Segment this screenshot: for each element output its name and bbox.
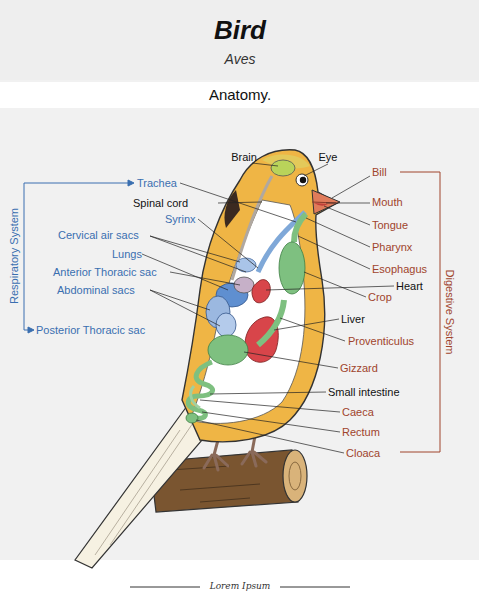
part-label: Eye — [319, 151, 338, 163]
part-label: Spinal cord — [133, 197, 188, 209]
part-label: Small intestine — [328, 386, 400, 398]
crop — [279, 242, 305, 294]
part-label: Lungs — [112, 248, 142, 260]
part-label: Syrinx — [165, 213, 196, 225]
part-label: Cervical air sacs — [58, 229, 139, 241]
leader-line — [304, 164, 328, 176]
part-label: Posterior Thoracic sac — [36, 324, 145, 336]
part-label: Anterior Thoracic sac — [53, 266, 157, 278]
bill — [312, 190, 340, 214]
leader-line — [332, 176, 370, 198]
leader-line — [280, 318, 345, 341]
digestive-bracket — [400, 172, 440, 452]
leader-line — [244, 352, 338, 368]
cervical-air-sac — [236, 258, 256, 272]
part-label: Respiratory System — [8, 208, 20, 304]
bracket-line — [400, 172, 440, 452]
wing-mark — [224, 190, 240, 228]
footer-band — [0, 560, 479, 600]
bracket-arrow — [128, 180, 134, 186]
footer-rule — [130, 587, 200, 588]
log-ring — [289, 462, 301, 490]
leader-line — [324, 206, 370, 225]
proventriculus — [258, 300, 284, 345]
part-label: Brain — [231, 151, 257, 163]
tail — [75, 395, 215, 568]
leader-line — [150, 290, 210, 310]
part-label: Mouth — [372, 196, 403, 208]
bracket-arrow — [28, 327, 34, 333]
cloaca — [186, 413, 198, 423]
leader-line — [180, 183, 296, 222]
heart — [252, 280, 270, 303]
esophagus — [294, 214, 306, 242]
part-label: Gizzard — [340, 362, 378, 374]
part-label: Cloaca — [346, 447, 380, 459]
leader-line — [198, 219, 258, 268]
header-band — [0, 0, 479, 80]
anterior-thoracic-sac — [234, 277, 254, 293]
part-label: Esophagus — [372, 263, 427, 275]
part-label: Abdominal sacs — [57, 284, 135, 296]
leader-line — [298, 236, 370, 269]
leader-line — [304, 272, 366, 297]
leader-line — [252, 163, 278, 166]
subtitle-band — [0, 82, 479, 108]
caption: Lorem Ipsum — [210, 582, 271, 592]
part-label: Anatomy. — [209, 87, 271, 104]
leader-line — [150, 236, 240, 262]
tongue — [314, 203, 328, 206]
part-label: Liver — [341, 313, 365, 325]
leader-line — [218, 202, 262, 203]
footer-rule — [280, 587, 350, 588]
part-label: Caeca — [342, 406, 374, 418]
part-label: Crop — [368, 291, 392, 303]
caeca — [191, 386, 200, 408]
leader-line — [200, 400, 340, 412]
leader-line — [266, 286, 394, 290]
posterior-thoracic-sac — [216, 313, 236, 337]
eye — [296, 174, 308, 186]
gizzard — [208, 335, 248, 365]
part-label: Aves — [225, 52, 256, 67]
brain — [271, 160, 295, 176]
tail-feather — [95, 420, 195, 555]
leader-line — [150, 290, 220, 326]
leader-line — [210, 392, 326, 394]
part-label: Rectum — [342, 426, 380, 438]
part-label: Heart — [396, 280, 423, 292]
leader-line — [150, 236, 246, 272]
log-grain — [170, 466, 260, 502]
part-label: Proventiculus — [348, 335, 414, 347]
leader-line — [326, 203, 370, 204]
leader-line — [196, 420, 344, 453]
part-label: Trachea — [137, 177, 177, 189]
title: Bird — [214, 16, 266, 45]
part-label: Pharynx — [372, 241, 412, 253]
spinal-cord — [232, 176, 272, 280]
log-end — [283, 450, 307, 502]
leader-line — [274, 319, 339, 330]
part-label: Bill — [372, 166, 387, 178]
leader-line — [170, 272, 240, 285]
pupil — [300, 177, 306, 183]
part-label: Digestive System — [444, 270, 456, 355]
part-label: Tongue — [372, 219, 408, 231]
leader-line — [202, 412, 340, 432]
small-intestine — [188, 362, 212, 418]
leader-line — [306, 218, 370, 247]
